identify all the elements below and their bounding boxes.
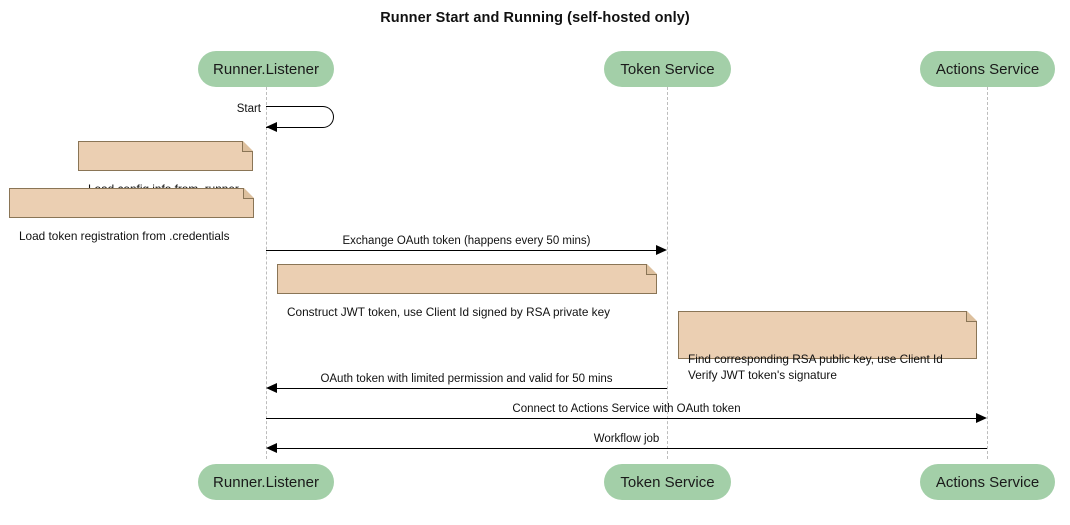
lifeline-token-service: [667, 87, 668, 459]
note-fold-icon: [966, 310, 977, 322]
arrowhead-oauth-token-response: [266, 383, 277, 393]
participant-label: Runner.Listener: [213, 473, 319, 491]
message-label-exchange-oauth-token: Exchange OAuth token (happens every 50 m…: [342, 235, 591, 247]
note-fold-icon: [243, 187, 254, 199]
message-line-workflow-job: [277, 448, 987, 449]
lifeline-runner-listener: [266, 87, 267, 459]
arrowhead-workflow-job: [266, 443, 277, 453]
participant-token-service-top[interactable]: Token Service: [604, 51, 731, 87]
lifeline-actions-service: [987, 87, 988, 459]
note-load-token-registration: Load token registration from .credential…: [9, 187, 254, 243]
participant-actions-service-bottom[interactable]: Actions Service: [920, 464, 1055, 500]
note-fold-icon: [242, 140, 253, 152]
arrowhead-start: [266, 122, 277, 132]
participant-label: Runner.Listener: [213, 60, 319, 78]
arrowhead-connect-actions-service: [976, 413, 987, 423]
note-text: Construct JWT token, use Client Id signe…: [287, 305, 611, 319]
message-label-connect-actions-service: Connect to Actions Service with OAuth to…: [512, 403, 741, 415]
participant-label: Token Service: [620, 473, 715, 491]
participant-label: Actions Service: [935, 473, 1040, 491]
diagram-title: Runner Start and Running (self-hosted on…: [380, 10, 690, 26]
message-line-oauth-token-response: [277, 388, 667, 389]
note-verify-jwt-signature: Find corresponding RSA public key, use C…: [678, 310, 977, 382]
participant-actions-service-top[interactable]: Actions Service: [920, 51, 1055, 87]
participant-runner-listener-top[interactable]: Runner.Listener: [198, 51, 334, 87]
arrowhead-exchange-oauth-token: [656, 245, 667, 255]
message-label-start: Start: [236, 103, 261, 115]
note-construct-jwt-token: Construct JWT token, use Client Id signe…: [277, 263, 657, 319]
note-fold-icon: [646, 263, 657, 275]
note-load-config: Load config info from .runner: [78, 140, 253, 196]
participant-runner-listener-bottom[interactable]: Runner.Listener: [198, 464, 334, 500]
participant-label: Token Service: [620, 60, 715, 78]
note-text: Load token registration from .credential…: [19, 229, 230, 243]
note-text: Find corresponding RSA public key, use C…: [688, 352, 943, 382]
message-label-workflow-job: Workflow job: [593, 433, 660, 445]
message-selfloop-start: [266, 106, 334, 128]
message-label-oauth-token-response: OAuth token with limited permission and …: [320, 373, 613, 385]
message-line-connect-actions-service: [266, 418, 976, 419]
participant-token-service-bottom[interactable]: Token Service: [604, 464, 731, 500]
participant-label: Actions Service: [935, 60, 1040, 78]
message-line-exchange-oauth-token: [266, 250, 656, 251]
